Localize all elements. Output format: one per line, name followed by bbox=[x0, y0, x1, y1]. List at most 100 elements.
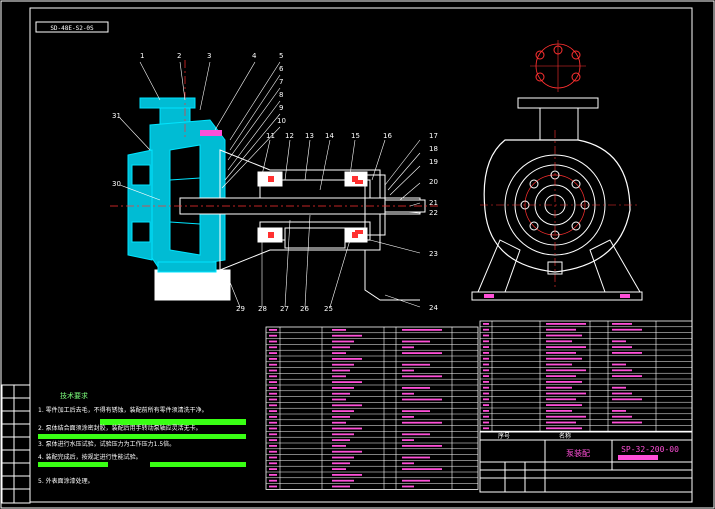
parts-list-left bbox=[265, 326, 479, 490]
inner-frame bbox=[29, 7, 693, 503]
parts-cell-fill bbox=[612, 369, 632, 372]
parts-cell-fill bbox=[483, 415, 489, 418]
parts-cell-fill bbox=[269, 450, 277, 453]
parts-cell-fill bbox=[269, 474, 277, 476]
part-label: 27 bbox=[280, 305, 289, 313]
drawing-number: SP-32-200-00 bbox=[621, 445, 679, 454]
parts-cell-fill bbox=[402, 421, 442, 424]
parts-cell-fill bbox=[402, 346, 414, 349]
parts-cell-fill bbox=[546, 369, 586, 372]
part-label: 26 bbox=[300, 305, 309, 313]
parts-cell-fill bbox=[546, 398, 576, 401]
parts-cell-fill bbox=[402, 387, 430, 389]
parts-cell-fill bbox=[402, 369, 414, 372]
parts-cell-fill bbox=[483, 381, 489, 383]
part-label: 30 bbox=[112, 180, 121, 188]
parts-cell-fill bbox=[612, 352, 642, 354]
parts-cell-fill bbox=[402, 433, 430, 436]
parts-cell-fill bbox=[483, 392, 489, 395]
parts-cell-fill bbox=[546, 340, 572, 343]
parts-cell-fill bbox=[483, 346, 489, 348]
parts-cell-fill bbox=[612, 410, 626, 412]
part-label: 11 bbox=[266, 132, 275, 140]
bearing-bracket bbox=[219, 149, 381, 271]
parts-cell-fill bbox=[332, 392, 350, 395]
parts-cell-fill bbox=[269, 363, 277, 366]
parts-cell-fill bbox=[332, 404, 362, 407]
notes-title: 技术要求 bbox=[60, 391, 88, 400]
parts-cell-fill bbox=[332, 398, 346, 401]
pump-section-view: 1 2 3 4 5 6 7 8 9 10 11 12 13 14 15 16 1… bbox=[110, 52, 440, 313]
parts-cell-fill bbox=[332, 439, 350, 441]
parts-cell-fill bbox=[269, 456, 277, 459]
parts-cell-fill bbox=[332, 485, 350, 488]
parts-cell-fill bbox=[402, 375, 442, 378]
parts-cell-fill bbox=[332, 450, 362, 453]
parts-cell-fill bbox=[332, 375, 346, 378]
parts-cell-fill bbox=[332, 369, 350, 372]
parts-cell-fill bbox=[269, 485, 277, 488]
part-label: 3 bbox=[207, 52, 211, 60]
parts-cell-fill bbox=[332, 456, 354, 459]
part-label: 15 bbox=[351, 132, 360, 140]
parts-cell-fill bbox=[332, 474, 362, 476]
parts-cell-fill bbox=[269, 462, 277, 465]
parts-cell-fill bbox=[546, 357, 582, 360]
note-line: 1. 零件加工后去毛，不得有锈蚀，装配前所有零件须清洗干净。 bbox=[38, 406, 208, 414]
parts-cell-fill bbox=[612, 323, 632, 325]
parts-cell-fill bbox=[483, 340, 489, 343]
parts-cell-fill bbox=[546, 334, 582, 337]
parts-cell-fill bbox=[612, 421, 642, 424]
note-line: 3. 泵体进行水压试验，试验压力为工作压力1.5倍。 bbox=[38, 440, 175, 448]
parts-cell-fill bbox=[332, 416, 350, 418]
parts-cell-fill bbox=[483, 386, 489, 389]
parts-cell-fill bbox=[546, 328, 576, 331]
parts-cell-fill bbox=[269, 375, 277, 378]
parts-cell-fill bbox=[269, 392, 277, 395]
parts-cell-fill bbox=[269, 340, 277, 343]
part-label: 4 bbox=[252, 52, 257, 60]
part-label: 25 bbox=[324, 305, 333, 313]
parts-cell-fill bbox=[269, 369, 277, 372]
parts-cell-fill bbox=[612, 392, 632, 395]
parts-cell-fill bbox=[269, 329, 277, 331]
part-label: 17 bbox=[429, 132, 438, 140]
drawing-title: 泵装配 bbox=[566, 448, 590, 458]
parts-cell-fill bbox=[402, 485, 414, 488]
parts-cell-fill bbox=[269, 398, 277, 401]
left-margin-strip bbox=[1, 384, 31, 504]
parts-cell-fill bbox=[546, 346, 586, 348]
parts-cell-fill bbox=[269, 439, 277, 441]
base-foot bbox=[154, 269, 231, 301]
parts-cell-fill bbox=[546, 381, 582, 383]
parts-cell-fill bbox=[332, 433, 354, 436]
parts-cell-fill bbox=[546, 421, 576, 424]
part-label: 8 bbox=[279, 91, 283, 99]
parts-cell-fill bbox=[612, 363, 626, 366]
parts-cell-fill bbox=[612, 328, 642, 331]
parts-cell-fill bbox=[269, 421, 277, 424]
part-label: 16 bbox=[383, 132, 392, 140]
parts-cell-fill bbox=[332, 468, 346, 470]
part-label: 22 bbox=[429, 209, 438, 217]
part-label: 31 bbox=[112, 112, 121, 120]
parts-cell-fill bbox=[402, 456, 430, 459]
parts-cell-fill bbox=[269, 358, 277, 360]
parts-cell-fill bbox=[483, 357, 489, 360]
parts-cell-fill bbox=[332, 352, 346, 354]
parts-cell-fill bbox=[269, 445, 277, 447]
technical-notes: 技术要求 1. 零件加工后去毛，不得有锈蚀，装配前所有零件须清洗干净。 2. 泵… bbox=[38, 391, 246, 485]
parts-cell-fill bbox=[332, 340, 354, 343]
parts-cell-fill bbox=[612, 340, 626, 343]
parts-cell-fill bbox=[483, 375, 489, 377]
title-block: 序号 名称 泵装配 SP-32-200-00 bbox=[479, 431, 693, 493]
parts-cell-fill bbox=[402, 340, 430, 343]
part-label: 20 bbox=[429, 178, 438, 186]
parts-cell-fill bbox=[269, 404, 277, 407]
parts-cell-fill bbox=[332, 329, 346, 331]
parts-cell-fill bbox=[332, 381, 362, 383]
parts-cell-fill bbox=[332, 346, 350, 349]
parts-cell-fill bbox=[546, 392, 586, 395]
part-label: 19 bbox=[429, 158, 438, 166]
